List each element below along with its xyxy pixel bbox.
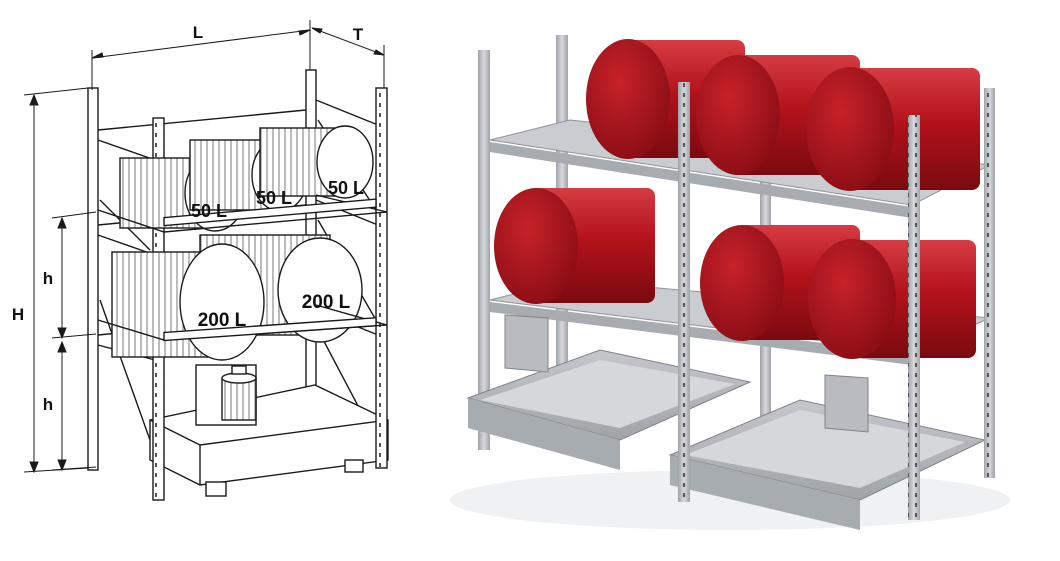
dimension-label-height: H: [12, 305, 24, 324]
drum-label-50l-left: 50 L: [191, 201, 227, 221]
upper-drums: [119, 125, 374, 232]
line-drawing: [87, 69, 389, 501]
dimension-label-level-upper: h: [43, 269, 53, 288]
lower-drums: [494, 188, 976, 359]
canister-cap: [231, 365, 247, 375]
lower-front-beam: [490, 302, 912, 365]
rendered-rack: [450, 35, 1010, 530]
sump-tray-left-inner: [480, 360, 735, 428]
funnel-stand-left: [504, 314, 549, 373]
dimension-label-level-lower: h: [43, 395, 53, 414]
sump-tray-right-front: [670, 455, 860, 530]
canister: [221, 377, 257, 421]
drum-label-50l-right: 50 L: [328, 178, 364, 198]
lower-front-beam: [163, 316, 377, 342]
sump-tray-left-front: [468, 398, 620, 470]
drum-label-200l-front: 200 L: [198, 310, 247, 331]
dimension-label-depth: T: [353, 25, 364, 44]
sump-tray-right-inner: [685, 410, 965, 488]
upper-front-beam: [490, 142, 912, 218]
tray-foot: [205, 481, 227, 497]
funnel-stand-right: [824, 374, 869, 433]
drum-label-200l-back: 200 L: [302, 292, 351, 313]
lower-drums: [111, 234, 363, 361]
drum-label-50l-mid: 50 L: [256, 188, 292, 208]
dimension-lines: [23, 20, 385, 474]
dimension-label-length: L: [193, 23, 203, 42]
back-left-upright: [87, 87, 99, 471]
tray-foot: [344, 459, 364, 473]
upper-front-beam: [163, 198, 377, 227]
sump-tray-edges: [149, 419, 389, 485]
back-upright: [478, 50, 490, 450]
